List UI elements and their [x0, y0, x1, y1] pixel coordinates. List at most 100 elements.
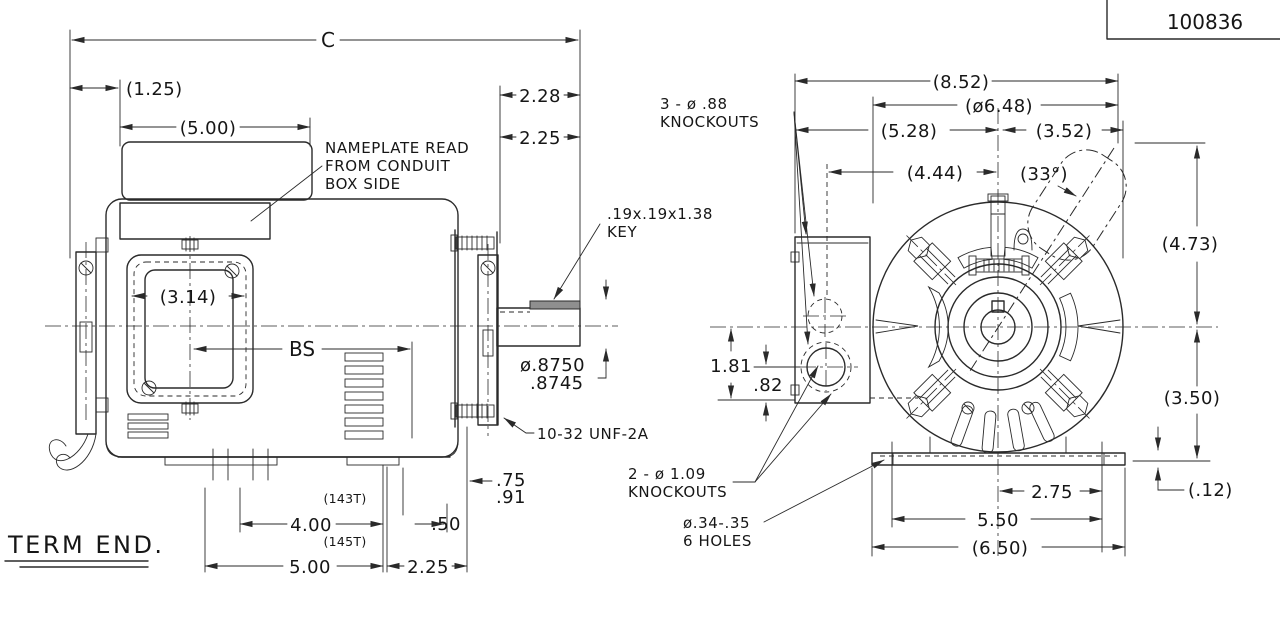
- note-nameplate: NAMEPLATE READ FROM CONDUIT BOX SIDE: [250, 139, 469, 222]
- title-block: 100836: [1106, 0, 1280, 40]
- dim-text-82: .82: [753, 375, 783, 396]
- foot-front: [164, 456, 278, 466]
- note-knockouts-88: 3 - ø .88 KNOCKOUTS: [660, 95, 816, 345]
- dim-text-2-28: 2.28: [519, 86, 561, 107]
- dim-82: .82: [753, 344, 783, 422]
- shaft-dia-min: .8745: [530, 373, 584, 394]
- cover-screw-top: [224, 263, 240, 279]
- dim-text-BS: BS: [289, 337, 315, 361]
- fin-left: [875, 319, 919, 334]
- frame-145T: (145T): [323, 534, 366, 549]
- vent-slots-left: [127, 413, 169, 439]
- nameplate-note-line2: FROM CONDUIT: [325, 157, 451, 175]
- conduit-box-end: [790, 236, 918, 404]
- shaft-key: [529, 300, 581, 310]
- note-thread: 10-32 UNF-2A: [503, 417, 648, 443]
- conduit-box-side: [121, 141, 313, 201]
- shaft-dia-max: ø.8750: [520, 355, 585, 376]
- dim-text-33deg: (33°): [1020, 164, 1068, 185]
- dim-text-2-25-bot: 2.25: [407, 557, 449, 578]
- dim-1-25: (1.25): [69, 79, 183, 100]
- dim-text-3-50: (3.50): [1164, 388, 1221, 409]
- clamp-rod: [968, 255, 1030, 276]
- front-bracket: [75, 237, 109, 435]
- terminal-cover: [126, 236, 254, 420]
- shaft: [496, 300, 581, 347]
- through-bolt-bottom: [450, 402, 495, 420]
- nameplate-leader: [250, 165, 323, 222]
- dim-text-1-81: 1.81: [710, 356, 752, 377]
- ko88-line1: 3 - ø .88: [660, 95, 728, 113]
- dim-33deg: (33°): [1020, 164, 1077, 197]
- dim-5-28: (5.28): [795, 121, 999, 142]
- dim-text-50: .50: [431, 514, 461, 535]
- through-bolt-top: [450, 234, 495, 252]
- dim-3-50: (3.50): [1164, 329, 1221, 459]
- dim-text-91: .91: [496, 487, 526, 508]
- dim-text-4-00: 4.00: [290, 515, 332, 536]
- nameplate-note-line3: BOX SIDE: [325, 175, 401, 193]
- key-note-line2: KEY: [607, 223, 638, 241]
- dim-text-6-48: (ø6.48): [965, 96, 1033, 117]
- dim-text-4-73: (4.73): [1162, 234, 1219, 255]
- thread-leader: [503, 417, 535, 434]
- dim-5-00-top: (5.00): [119, 118, 311, 139]
- dim-text-C: C: [321, 28, 335, 52]
- dim-2-25-bottom: 2.25: [386, 557, 468, 578]
- dim-4-00: (143T) 4.00: [239, 491, 384, 536]
- dim-1-81: 1.81: [710, 328, 752, 399]
- nameplate: [119, 202, 271, 240]
- motor-body-side: [105, 141, 459, 481]
- bottom-vent-slots: [950, 401, 1055, 454]
- dim-4-73: (4.73): [1162, 145, 1219, 325]
- conduit-box-rotated: [1027, 149, 1127, 261]
- lead-wires: [48, 433, 97, 471]
- side-extension-lines: [69, 29, 581, 573]
- conduit-angle-axis: [967, 147, 1115, 375]
- end-extension-lines: [717, 73, 1211, 557]
- term-end-caption: TERM END.: [7, 531, 165, 559]
- dim-2-28: 2.28: [499, 86, 581, 107]
- note-key: .19x.19x1.38 KEY: [553, 205, 712, 300]
- dim-75-91: .75 .91: [469, 470, 526, 508]
- frame-143T: (143T): [323, 491, 366, 506]
- dim-text-2-25-top: 2.25: [519, 128, 561, 149]
- clamp-bolt-ne: [1040, 236, 1089, 285]
- clamp-bolt-sw: [907, 369, 956, 418]
- dim-3-14: (3.14): [131, 287, 245, 308]
- fin-right: [1077, 319, 1121, 334]
- ko109-line2: KNOCKOUTS: [628, 483, 727, 501]
- holes-line1: ø.34-.35: [683, 514, 750, 532]
- dim-5-50: 5.50: [891, 510, 1103, 531]
- dim-text-6-50: (6.50): [972, 538, 1029, 559]
- dim-2-25-top: 2.25: [499, 128, 581, 149]
- clamp-bolt-se: [1040, 369, 1089, 418]
- lifting-lug: [1013, 228, 1033, 251]
- dim-BS: BS: [193, 337, 411, 361]
- dim-4-44: (4.44): [828, 163, 997, 184]
- dim-2-75: 2.75: [999, 482, 1103, 503]
- dim-text-8-52: (8.52): [933, 72, 990, 93]
- holes-line2: 6 HOLES: [683, 532, 752, 550]
- dim-text-3-14: (3.14): [160, 287, 217, 308]
- dim-text-1-25: (1.25): [126, 79, 183, 100]
- dim-6-50: (6.50): [871, 538, 1126, 559]
- ko109-line1: 2 - ø 1.09: [628, 465, 706, 483]
- dim-overall-C: C: [71, 28, 579, 52]
- dim-text-2-75: 2.75: [1031, 482, 1073, 503]
- note-knockouts-109: 2 - ø 1.09 KNOCKOUTS: [628, 365, 832, 501]
- clamp-bolt-nw: [907, 236, 956, 285]
- view-caption: TERM END.: [4, 531, 165, 568]
- part-number: 100836: [1167, 10, 1243, 34]
- dim-shaft-diameter: ø.8750 .8745: [520, 279, 610, 394]
- shaft-bore: [980, 309, 1016, 345]
- key-leader: [553, 223, 601, 300]
- dim-text-3-52: (3.52): [1036, 121, 1093, 142]
- vent-slots-right: [344, 352, 384, 440]
- dim-text-5-50: 5.50: [977, 510, 1019, 531]
- dim-8-52: (8.52): [794, 72, 1119, 93]
- cover-screw-bottom: [141, 380, 157, 396]
- dim-text-75: .75: [496, 470, 526, 491]
